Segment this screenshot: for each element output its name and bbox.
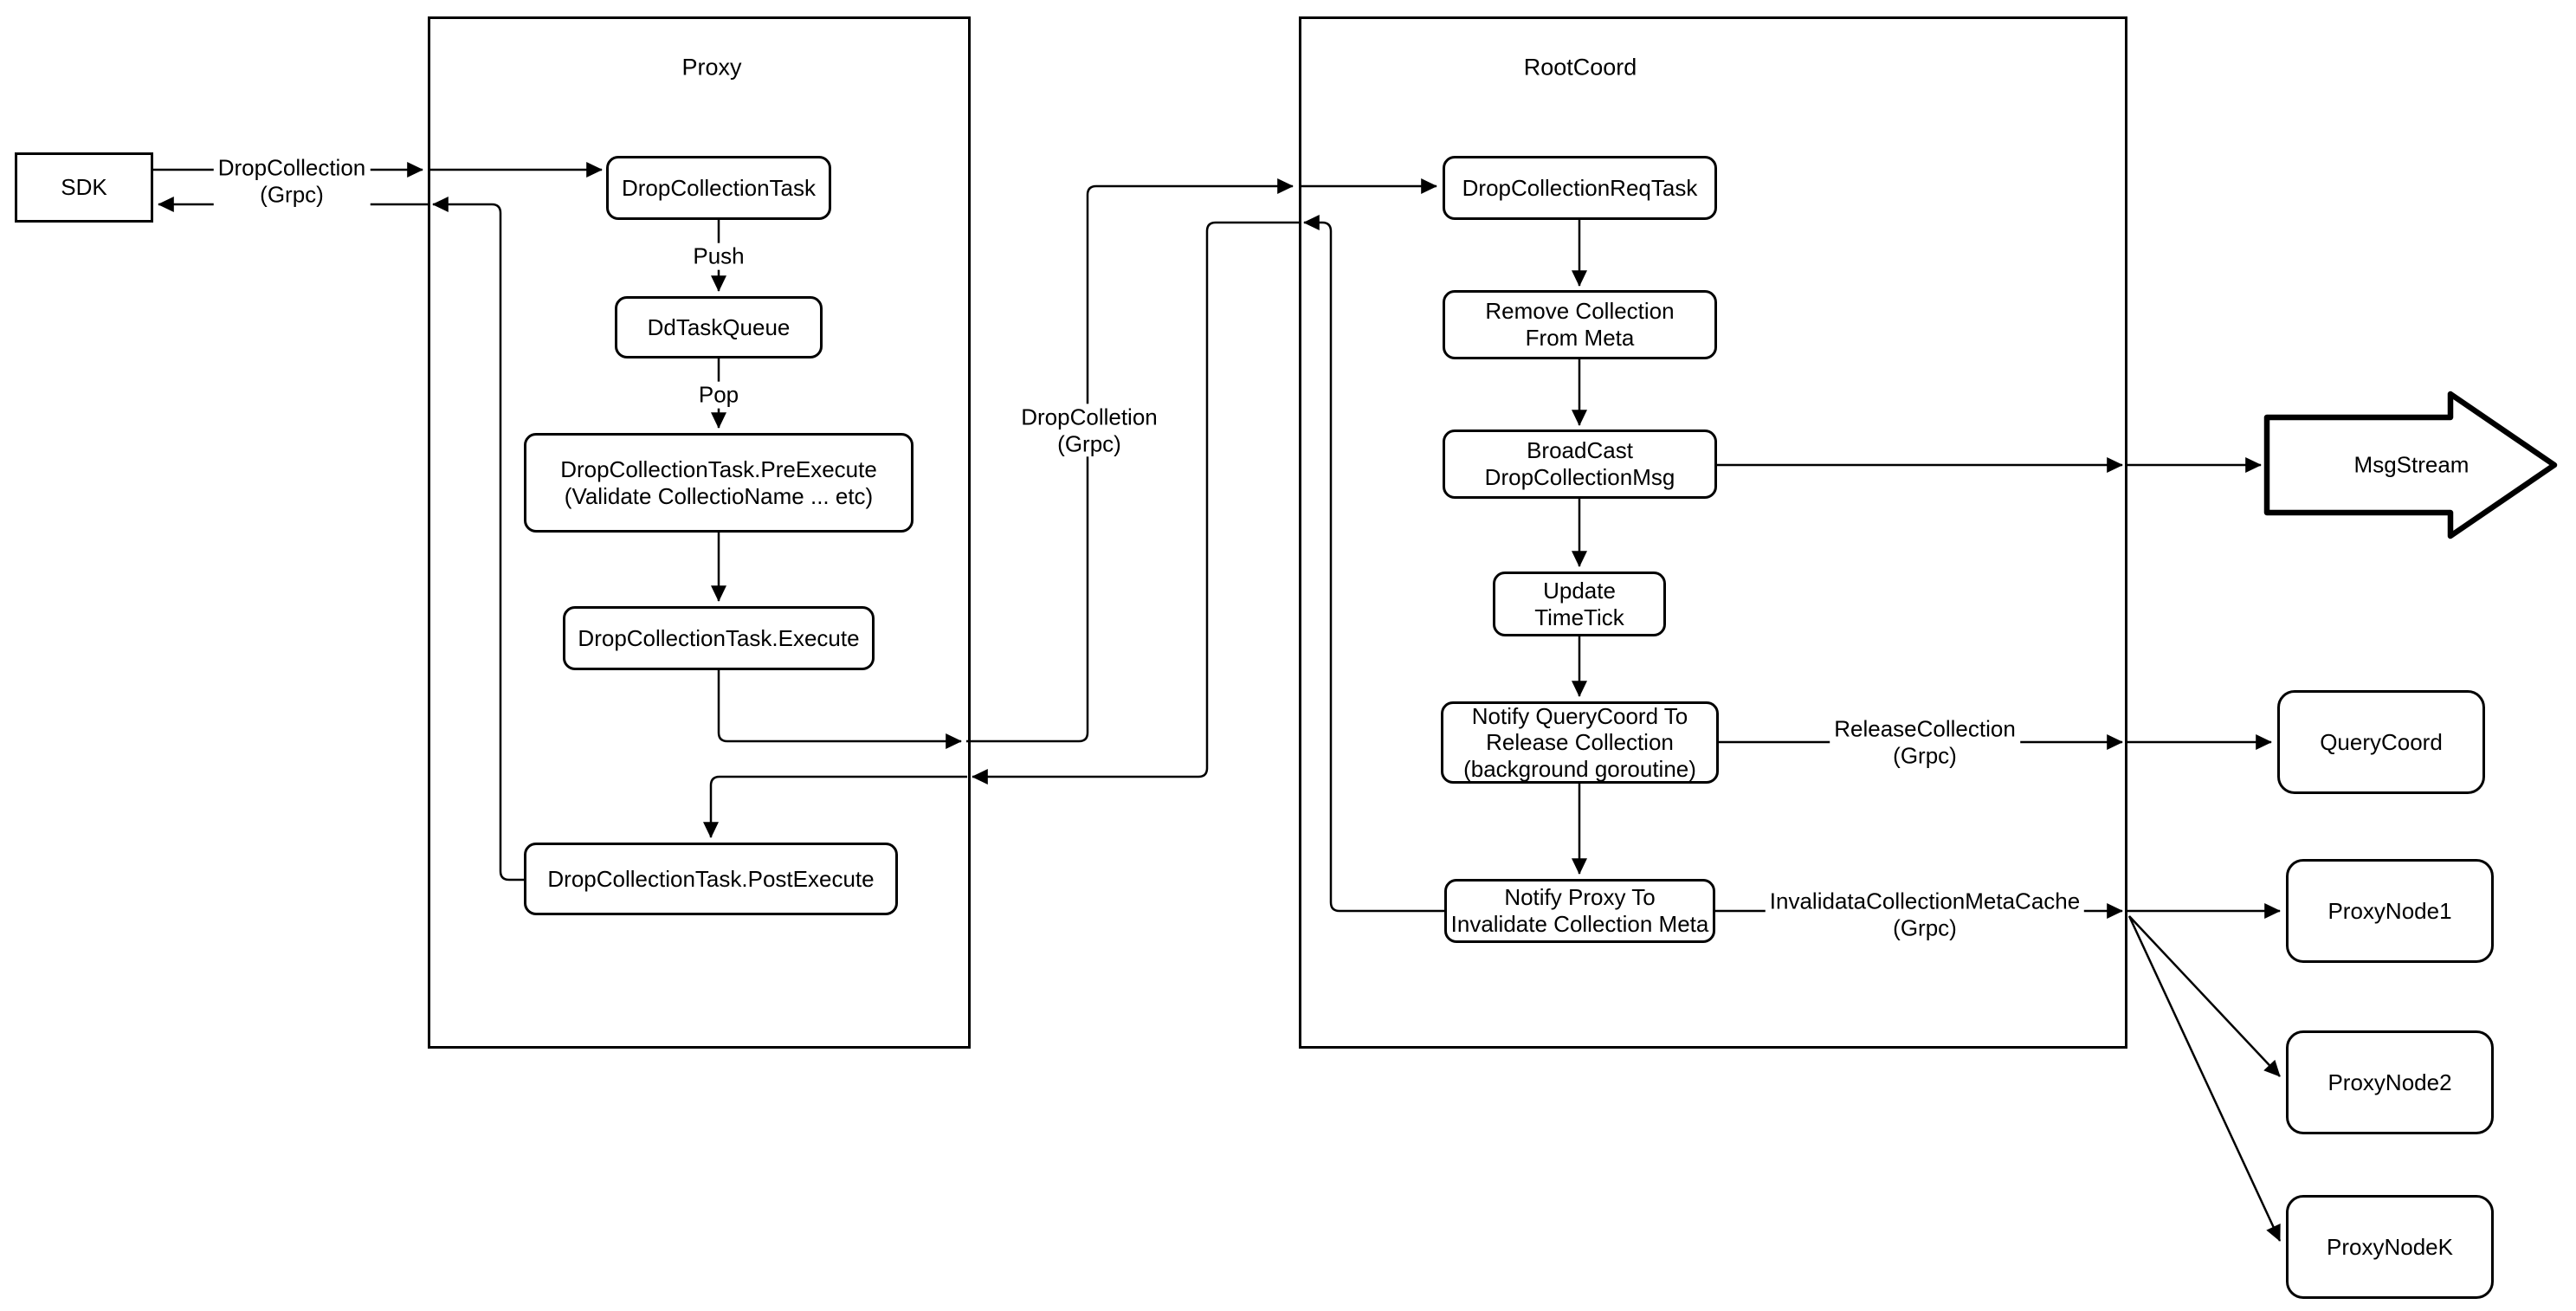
edge-border-to-proxynode2 [2128,915,2281,1077]
node-remove-collection-from-meta: Remove Collection From Meta [1443,290,1717,359]
msgstream-label: MsgStream [2353,451,2469,478]
edge-return-to-postexecute [703,775,967,838]
container-proxy-title: Proxy [681,54,742,81]
container-proxy [428,16,971,1049]
node-proxynodek: ProxyNodeK [2286,1195,2494,1299]
edge-label-dropcollection-grpc: DropCollection (Grpc) [213,154,371,208]
edge-label-pop: Pop [694,381,744,409]
node-querycoord: QueryCoord [2277,690,2485,794]
edge-proxy-to-rootcoord [966,178,1294,743]
container-rootcoord [1299,16,2127,1049]
node-proxynode1: ProxyNode1 [2286,859,2494,963]
edge-label-releasecollection-grpc: ReleaseCollection (Grpc) [1830,715,2020,769]
node-dd-task-queue: DdTaskQueue [615,296,823,358]
node-post-execute: DropCollectionTask.PostExecute [524,843,898,915]
edge-execute-to-proxy-border [717,670,962,749]
node-sdk: SDK [15,152,153,223]
edge-notifyproxy-to-rootcoord-border [1303,215,1444,913]
msgstream-block-arrow [2263,391,2558,539]
node-notify-querycoord: Notify QueryCoord To Release Collection … [1441,701,1719,784]
node-notify-proxy: Notify Proxy To Invalidate Collection Me… [1444,879,1715,943]
node-proxynode2: ProxyNode2 [2286,1030,2494,1134]
node-execute: DropCollectionTask.Execute [563,606,875,670]
container-rootcoord-title: RootCoord [1523,54,1637,81]
edge-postexecute-to-proxy-border [432,197,524,882]
edge-label-push: Push [688,242,749,270]
node-drop-collection-req-task: DropCollectionReqTask [1443,156,1717,220]
edge-rootcoord-to-proxy-return [972,221,1299,785]
edge-label-dropcolletion-grpc: DropColletion (Grpc) [1017,404,1162,457]
node-drop-collection-task: DropCollectionTask [606,156,831,220]
edge-label-invalidatacollectionmetacache-grpc: InvalidataCollectionMetaCache (Grpc) [1765,888,2085,941]
node-pre-execute: DropCollectionTask.PreExecute (Validate … [524,433,914,533]
node-update-timetick: Update TimeTick [1493,572,1666,636]
edge-border-to-proxynodek [2127,915,2282,1242]
node-broadcast-drop-collection-msg: BroadCast DropCollectionMsg [1443,429,1717,499]
